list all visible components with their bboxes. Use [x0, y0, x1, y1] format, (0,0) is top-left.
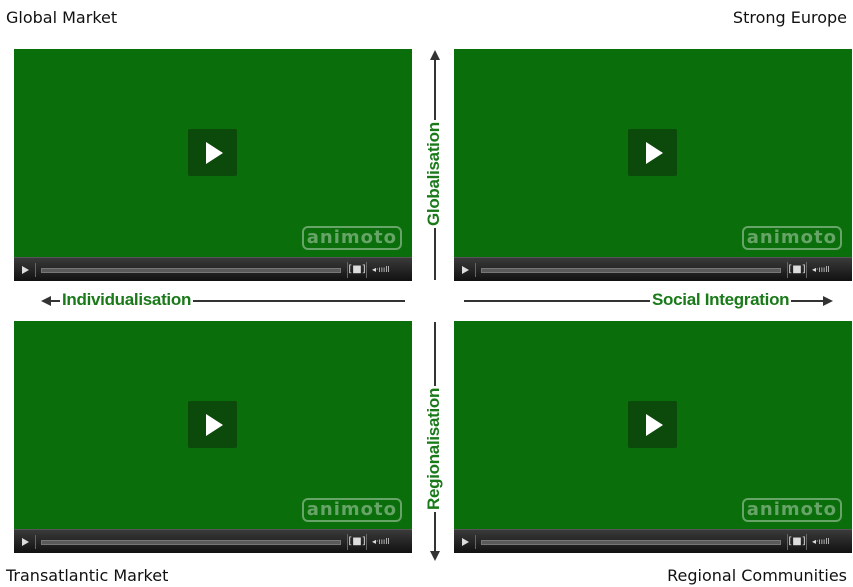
player-controls: [■] ◂·ıııll: [14, 529, 412, 553]
player-controls: [■] ◂·ıııll: [454, 529, 852, 553]
axis-label-regionalisation: Regionalisation: [424, 385, 444, 512]
fullscreen-icon[interactable]: [■]: [787, 262, 807, 278]
arrow-up-icon: [430, 50, 440, 60]
progress-bar[interactable]: [481, 268, 781, 273]
axis-label-individualisation: Individualisation: [60, 290, 194, 310]
arrow-left-icon: [41, 296, 51, 306]
video-player-strong-europe[interactable]: animoto [■] ◂·ıııll: [454, 49, 852, 281]
video-screen[interactable]: animoto: [14, 321, 412, 529]
video-player-global-market[interactable]: animoto [■] ◂·ıııll: [14, 49, 412, 281]
animoto-watermark: animoto: [741, 498, 842, 522]
control-play-icon[interactable]: [458, 535, 476, 549]
axis-line-right: [464, 300, 824, 302]
quadrant-title-transatlantic-market: Transatlantic Market: [6, 566, 169, 585]
control-play-icon[interactable]: [458, 263, 476, 277]
fullscreen-icon[interactable]: [■]: [347, 534, 367, 550]
axis-label-social-integration: Social Integration: [650, 290, 792, 310]
video-player-regional-communities[interactable]: animoto [■] ◂·ıııll: [454, 321, 852, 553]
quadrant-title-regional-communities: Regional Communities: [667, 566, 847, 585]
control-play-icon[interactable]: [18, 263, 36, 277]
volume-icon[interactable]: ◂·ıııll: [812, 265, 830, 274]
animoto-watermark: animoto: [741, 226, 842, 250]
quadrant-title-global-market: Global Market: [6, 8, 118, 27]
play-button[interactable]: [188, 401, 237, 448]
play-button[interactable]: [628, 129, 677, 176]
quadrant-title-strong-europe: Strong Europe: [732, 8, 847, 27]
video-screen[interactable]: animoto: [454, 321, 852, 529]
animoto-watermark: animoto: [301, 226, 402, 250]
player-controls: [■] ◂·ıııll: [14, 257, 412, 281]
progress-bar[interactable]: [41, 268, 341, 273]
video-player-transatlantic-market[interactable]: animoto [■] ◂·ıııll: [14, 321, 412, 553]
control-play-icon[interactable]: [18, 535, 36, 549]
progress-bar[interactable]: [481, 540, 781, 545]
fullscreen-icon[interactable]: [■]: [347, 262, 367, 278]
fullscreen-icon[interactable]: [■]: [787, 534, 807, 550]
play-button[interactable]: [628, 401, 677, 448]
play-button[interactable]: [188, 129, 237, 176]
arrow-down-icon: [430, 551, 440, 561]
video-screen[interactable]: animoto: [454, 49, 852, 257]
player-controls: [■] ◂·ıııll: [454, 257, 852, 281]
axis-line-left: [50, 300, 405, 302]
animoto-watermark: animoto: [301, 498, 402, 522]
volume-icon[interactable]: ◂·ıııll: [372, 265, 390, 274]
volume-icon[interactable]: ◂·ıııll: [372, 537, 390, 546]
axis-label-globalisation: Globalisation: [424, 120, 444, 228]
video-screen[interactable]: animoto: [14, 49, 412, 257]
progress-bar[interactable]: [41, 540, 341, 545]
volume-icon[interactable]: ◂·ıııll: [812, 537, 830, 546]
arrow-right-icon: [823, 296, 833, 306]
